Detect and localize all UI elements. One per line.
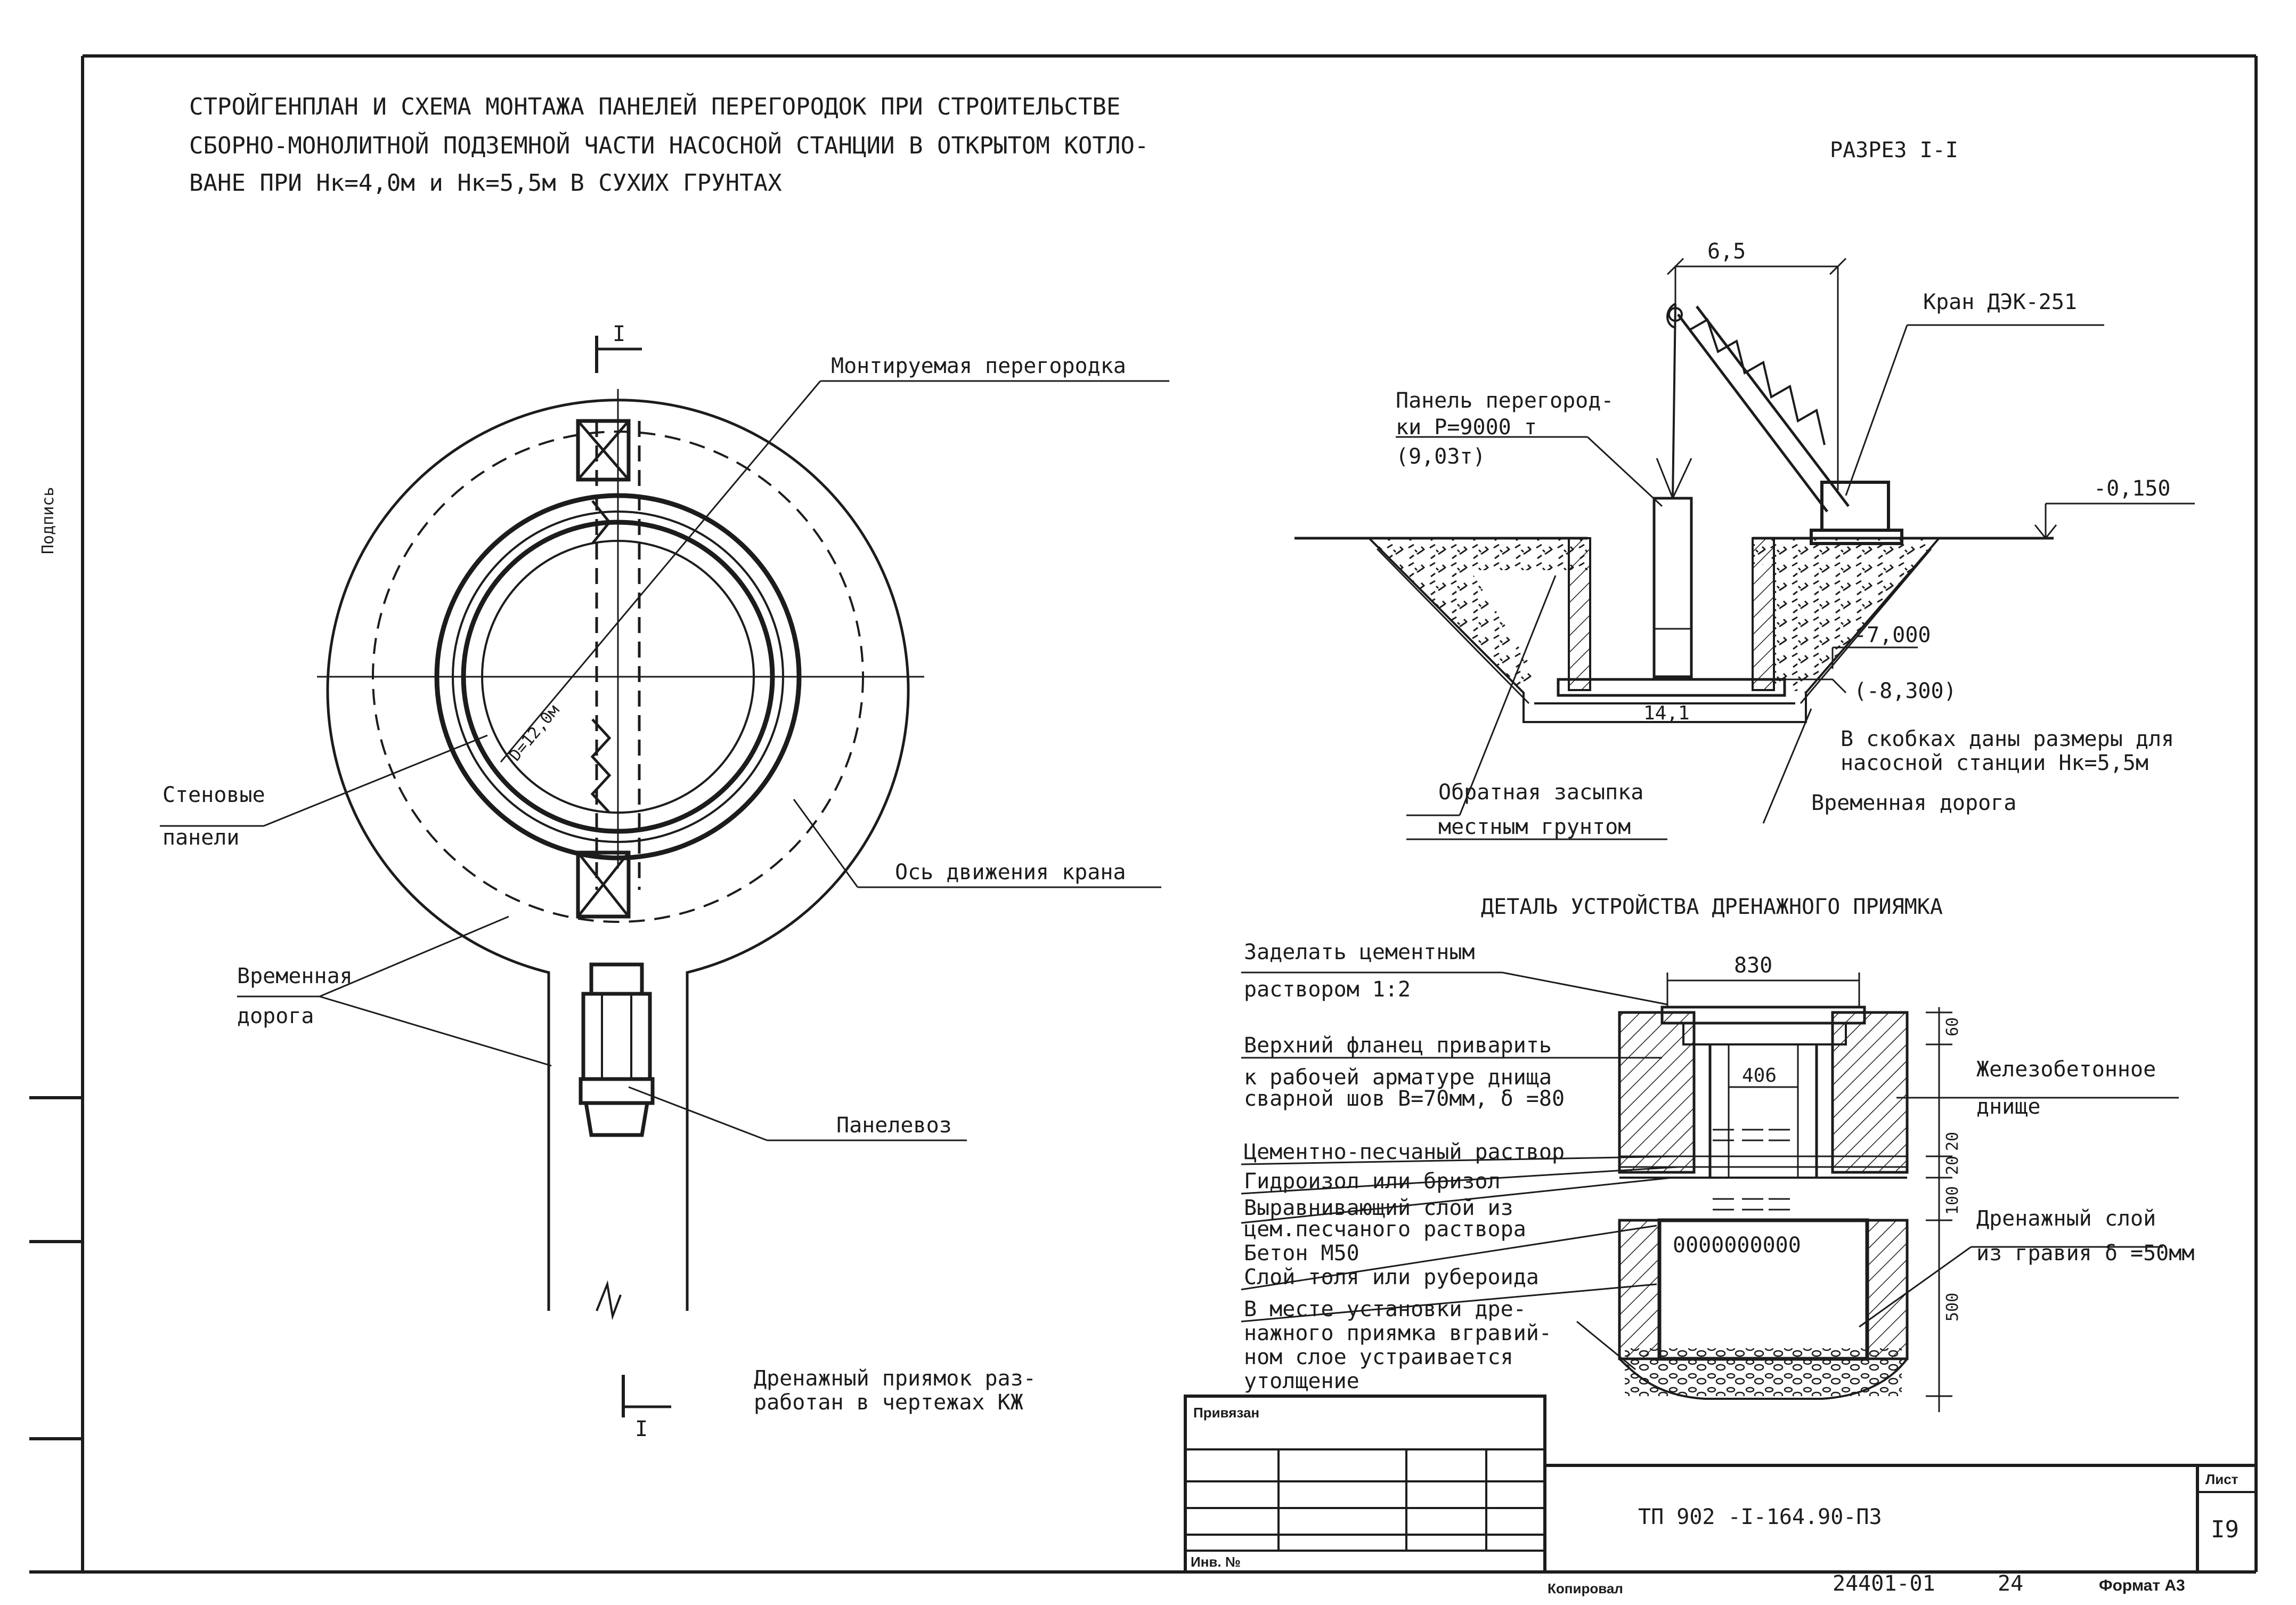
stamp-format: Формат А3 — [2099, 1577, 2185, 1594]
detail-label: ном слое устраивается — [1244, 1345, 1513, 1369]
stamp-sheet-label: Лист — [2205, 1471, 2238, 1487]
partition-zigzag-bottom — [590, 718, 612, 814]
section-panel-label-3: (9,03т) — [1396, 444, 1486, 469]
detail-label: днище — [1976, 1095, 2040, 1119]
sheet-frame — [29, 54, 2258, 1574]
detail-dim-20b: 20 — [1943, 1156, 1962, 1175]
section-temp-road: Временная дорога — [1811, 791, 2016, 815]
label-wall-panels-1: Стеновые — [162, 783, 265, 807]
partition-zigzag-top — [591, 500, 612, 545]
detail-dim-top: 830 — [1734, 953, 1772, 978]
detail-label: раствором 1:2 — [1244, 977, 1411, 1002]
detail-dim-500: 500 — [1943, 1293, 1962, 1322]
detail-label: В месте установки дре- — [1244, 1297, 1526, 1322]
section-crane-label: Кран ДЭК-251 — [1923, 290, 2077, 314]
title-line-2: СБОРНО-МОНОЛИТНОЙ ПОДЗЕМНОЙ ЧАСТИ НАСОСН… — [189, 131, 1149, 159]
sump-left-wall — [1618, 1011, 1696, 1174]
detail-grate: 0000000000 — [1673, 1233, 1801, 1258]
detail-dim-inner: 406 — [1742, 1065, 1777, 1087]
stamp-code: ТП 902 -I-164.90-ПЗ — [1638, 1505, 1882, 1529]
label-partition: Монтируемая перегородка — [831, 354, 1126, 378]
section-note-1: В скобках даны размеры для — [1841, 727, 2174, 751]
section-mark-bottom: I — [635, 1417, 648, 1441]
section-mark-top: I — [613, 322, 625, 346]
detail-left-labels: Заделать цементным раствором 1:2 Верхний… — [1244, 940, 1565, 1393]
section-backfill-1: Обратная засыпка — [1438, 780, 1643, 805]
level-top: -0,150 — [2094, 476, 2171, 501]
sump-right-wall — [1831, 1011, 1909, 1174]
panel-truck — [579, 962, 655, 1137]
stamp-sheet-no: I9 — [2211, 1516, 2239, 1543]
detail-dim-20: 20 — [1943, 1132, 1962, 1151]
drain-sump-detail — [1241, 971, 2179, 1412]
detail-label: цем.песчаного раствора — [1244, 1217, 1526, 1242]
section-dim-bottom: 14,1 — [1643, 702, 1690, 724]
gravel-layer — [1625, 1348, 1902, 1396]
label-crane-axis: Ось движения крана — [895, 860, 1126, 885]
drawing-title: СТРОЙГЕНПЛАН И СХЕМА МОНТАЖА ПАНЕЛЕЙ ПЕР… — [189, 92, 1149, 197]
detail-label: Цементно-песчаный раствор — [1244, 1140, 1565, 1164]
detail-dim-100: 100 — [1943, 1186, 1962, 1215]
section-note-2: насосной станции Нк=5,5м — [1841, 751, 2148, 775]
label-temp-road-2: дорога — [237, 1004, 314, 1028]
stamp-privyazan: Привязан — [1193, 1405, 1259, 1421]
label-panel-truck: Панелевоз — [836, 1113, 952, 1138]
detail-label: Железобетонное — [1976, 1057, 2156, 1082]
detail-label: Бетон М50 — [1244, 1241, 1359, 1266]
stamp-order: 24401-01 — [1833, 1571, 1935, 1596]
drain-note-1: Дренажный приямок раз- — [754, 1366, 1036, 1391]
label-wall-panels-2: панели — [162, 825, 240, 850]
section-panel-label-2: ки Р=9000 т — [1396, 415, 1537, 440]
title-line-1: СТРОЙГЕНПЛАН И СХЕМА МОНТАЖА ПАНЕЛЕЙ ПЕР… — [189, 92, 1120, 120]
section-i-i — [1294, 257, 2195, 840]
detail-label: Верхний фланец приварить — [1244, 1033, 1552, 1058]
detail-label: утолщение — [1244, 1369, 1359, 1393]
crane-bottom — [576, 850, 631, 919]
section-title: РАЗРЕЗ I-I — [1830, 138, 1958, 163]
crane-body — [1820, 481, 1890, 532]
detail-label: Выравнивающий слой из — [1244, 1196, 1513, 1220]
stamp-inv-no: Инв. № — [1191, 1554, 1241, 1570]
structure-bottom-slab — [1557, 678, 1786, 697]
crane-boom — [1677, 313, 1828, 513]
structure-left-wall — [1568, 537, 1591, 691]
stamp-copied: Копировал — [1548, 1580, 1623, 1596]
partition-panel — [1652, 497, 1693, 678]
section-panel-label-1: Панель перегород- — [1396, 388, 1614, 413]
plan-diameter: D=12,0м — [506, 701, 563, 765]
drain-note-2: работан в чертежах КЖ — [754, 1390, 1023, 1415]
detail-label: Заделать цементным — [1244, 940, 1475, 964]
structure-right-wall — [1752, 537, 1775, 691]
section-dim-top: 6,5 — [1707, 239, 1746, 264]
site-plan — [160, 336, 1169, 1417]
section-backfill-2: местным грунтом — [1438, 815, 1631, 839]
detail-label: сварной шов В=70мм, δ =80 — [1244, 1087, 1565, 1111]
detail-label: к рабочей арматуре днища — [1244, 1065, 1552, 1090]
title-line-3: ВАНЕ ПРИ Нк=4,0м и Нк=5,5м В СУХИХ ГРУНТ… — [189, 169, 782, 197]
margin-signature-label: Подпись — [39, 487, 58, 554]
stamp-num: 24 — [1998, 1571, 2023, 1596]
detail-label: из гравия δ =50мм — [1976, 1241, 2194, 1266]
detail-label: Гидроизол или бризол — [1244, 1169, 1501, 1194]
detail-label: нажного приямка вгравий- — [1244, 1321, 1552, 1345]
detail-label: Дренажный слой — [1976, 1206, 2156, 1231]
detail-dim-60: 60 — [1943, 1017, 1962, 1036]
crane-top — [576, 419, 631, 482]
title-block — [1184, 1395, 2256, 1574]
detail-right-labels: Железобетонное днище Дренажный слой из г… — [1976, 1057, 2194, 1266]
label-temp-road-1: Временная — [237, 964, 353, 988]
detail-label: Слой толя или рубероида — [1244, 1265, 1539, 1290]
level-bottom: -7,000 — [1854, 623, 1931, 647]
detail-title: ДЕТАЛЬ УСТРОЙСТВА ДРЕНАЖНОГО ПРИЯМКА — [1481, 894, 1943, 919]
level-alt: (-8,300) — [1854, 679, 1957, 703]
